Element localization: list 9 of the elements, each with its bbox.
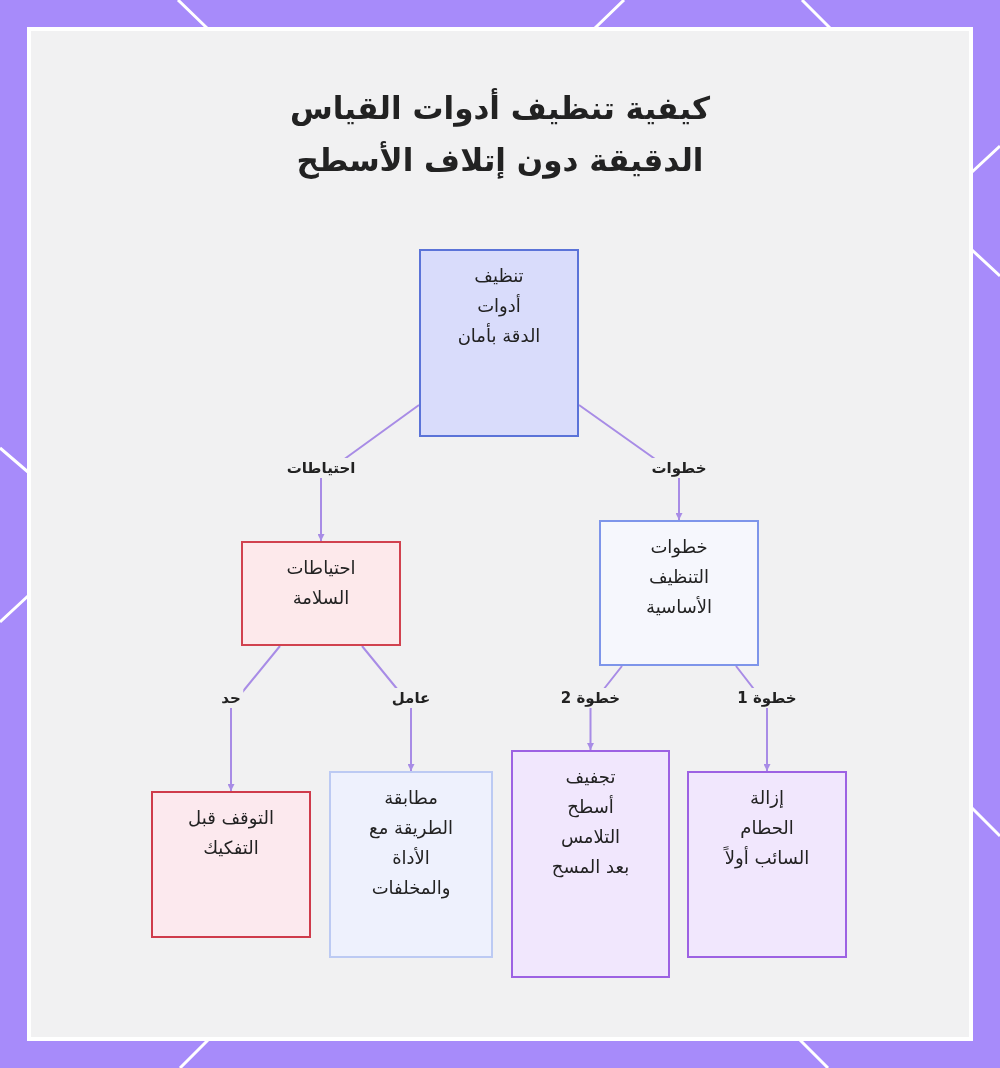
process-box: التوقف قبل التفكيك (151, 791, 311, 938)
process-box: إزالة الحطام السائب أولاً (687, 771, 847, 958)
arrow (227, 645, 281, 792)
title: كيفية تنظيف أدوات القياس الدقيقة دون إتلاف الأسطح (288, 87, 712, 181)
process-box: خطوات التنظيف الأساسية (599, 520, 759, 666)
process-box: تجفيف أسطح التلامس بعد المسح (511, 750, 670, 978)
process-box: تنظيف أدوات الدقة بأمان (419, 249, 579, 437)
process-box: احتياطات السلامة (241, 541, 401, 646)
process-box: مطابقة الطريقة مع الأداة والمخلفات (329, 771, 493, 958)
